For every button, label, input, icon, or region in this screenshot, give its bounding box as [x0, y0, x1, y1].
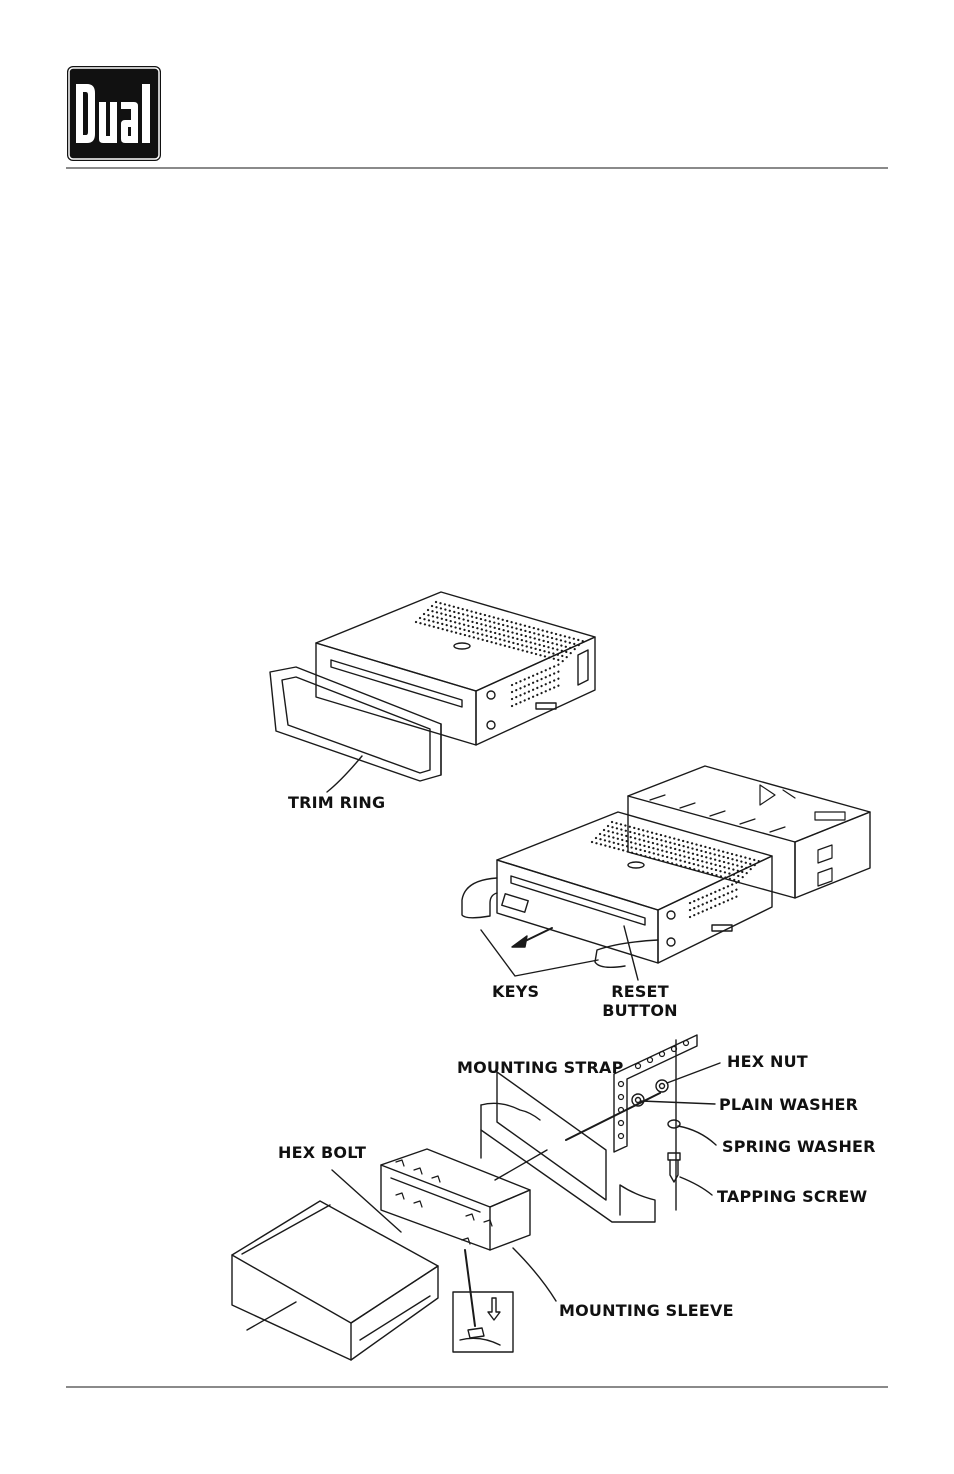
hex-bolt-leader: [332, 1170, 401, 1232]
hex-nut: [656, 1080, 668, 1092]
mounting-sleeve: [381, 1149, 530, 1250]
radio-unit-middle: [497, 812, 772, 963]
keys-leader: [481, 930, 598, 976]
spring-washer: [668, 1120, 680, 1128]
plain-washer-leader: [641, 1101, 715, 1104]
mounting-sleeve-rear: [628, 766, 870, 898]
tab-bend-inset: [453, 1250, 513, 1352]
label-reset-line1: RESET: [600, 982, 680, 1001]
label-tapping-screw: TAPPING SCREW: [717, 1187, 867, 1206]
trim-ring-leader: [327, 756, 362, 792]
label-hex-bolt: HEX BOLT: [278, 1143, 366, 1162]
label-reset-button: RESET BUTTON: [600, 982, 680, 1020]
tapping-screw: [668, 1153, 680, 1182]
label-keys: KEYS: [492, 982, 539, 1001]
mounting-sleeve-leader: [513, 1248, 556, 1301]
label-spring-washer: SPRING WASHER: [722, 1137, 876, 1156]
spring-washer-leader: [678, 1126, 716, 1145]
hex-nut-leader: [667, 1063, 720, 1083]
label-mounting-sleeve: MOUNTING SLEEVE: [559, 1301, 734, 1320]
label-hex-nut: HEX NUT: [727, 1052, 808, 1071]
mounting-strap: [614, 1035, 697, 1152]
pull-arrow: [512, 936, 527, 947]
radio-unit-top: [316, 592, 595, 745]
radio-chassis: [232, 1201, 438, 1360]
label-trim-ring: TRIM RING: [288, 793, 385, 812]
tapping-screw-leader: [680, 1177, 712, 1195]
label-mounting-strap: MOUNTING STRAP: [457, 1058, 624, 1077]
label-plain-washer: PLAIN WASHER: [719, 1095, 858, 1114]
label-reset-line2: BUTTON: [600, 1001, 680, 1020]
